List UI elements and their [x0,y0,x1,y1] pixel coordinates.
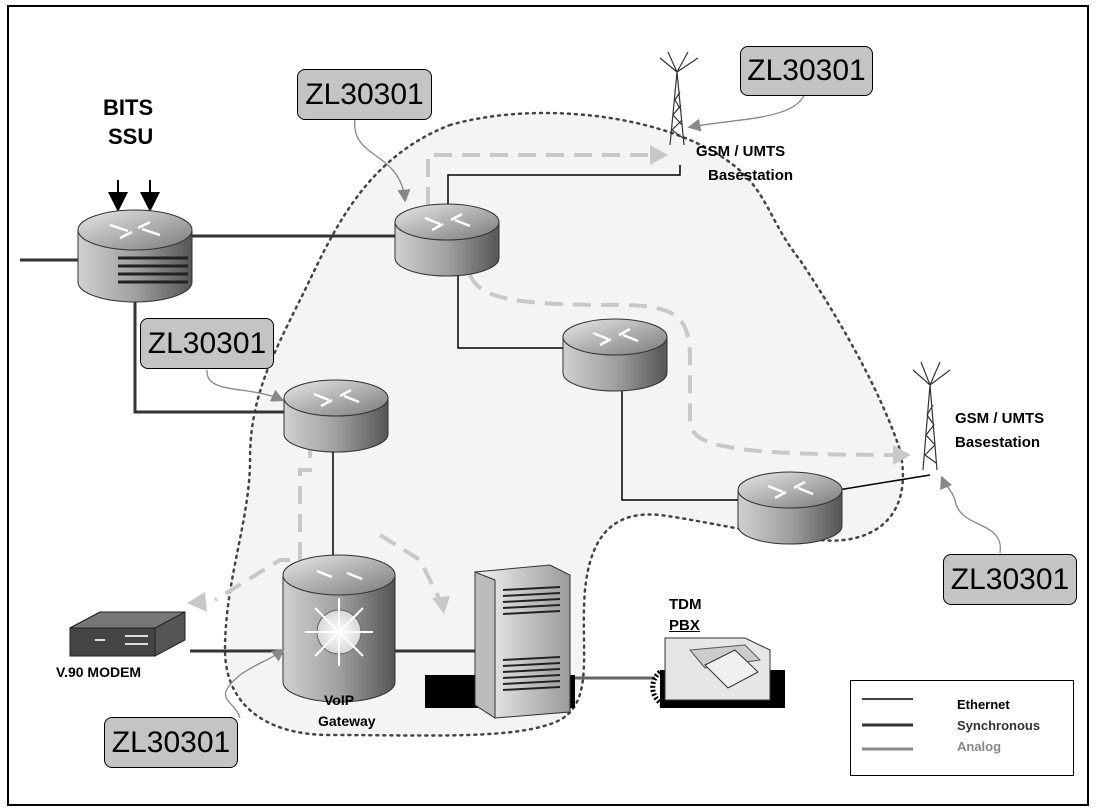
server-icon [425,564,575,719]
antenna-right-icon [912,361,951,471]
callout-zl30301-mid-left: ZL30301 [140,318,274,369]
callout-connectors [206,89,1001,719]
modem-label: V.90 MODEM [56,664,142,680]
gsm-right-label-line2: Basestation [955,434,1041,451]
voip-label-line1: VoIP [324,692,355,708]
legend-swatches [862,698,913,751]
legend-ethernet: Ethernet [957,697,1010,712]
gsm-right-label-line1: GSM / UMTS [955,410,1045,427]
callout-zl30301-bottom-left: ZL30301 [104,717,238,768]
callout-zl30301-top-left: ZL30301 [297,69,432,120]
pbx-phone-icon [650,637,785,708]
dashed-sync-paths [213,153,901,602]
modem-icon [69,611,186,657]
legend-synchronous: Synchronous [957,718,1041,733]
gsm-top-label-line1: GSM / UMTS [696,143,786,160]
router-left-icon [283,379,389,453]
ssu-router-icon [77,209,193,303]
ethernet-links [332,165,931,560]
antenna-top-icon [659,51,699,146]
router-middle-icon [562,318,668,392]
callout-zl30301-top-right: ZL30301 [740,46,873,96]
bits-label: BITS [103,95,154,120]
callout-zl30301-right: ZL30301 [943,554,1077,605]
gsm-top-label-line2: Basestation [708,167,794,184]
legend-analog: Analog [957,739,1002,754]
bits-arrows [108,180,160,212]
dashed-arrowheads [187,145,911,614]
tdm-label: TDM [669,596,702,613]
router-right-icon [737,471,843,545]
ssu-label: SSU [108,124,154,149]
voip-label-line2: Gateway [318,713,376,729]
pbx-label: PBX [669,617,700,634]
voip-gateway-icon [282,554,396,703]
legend: Ethernet Synchronous Analog [850,680,1074,776]
router-top-icon [394,203,500,277]
